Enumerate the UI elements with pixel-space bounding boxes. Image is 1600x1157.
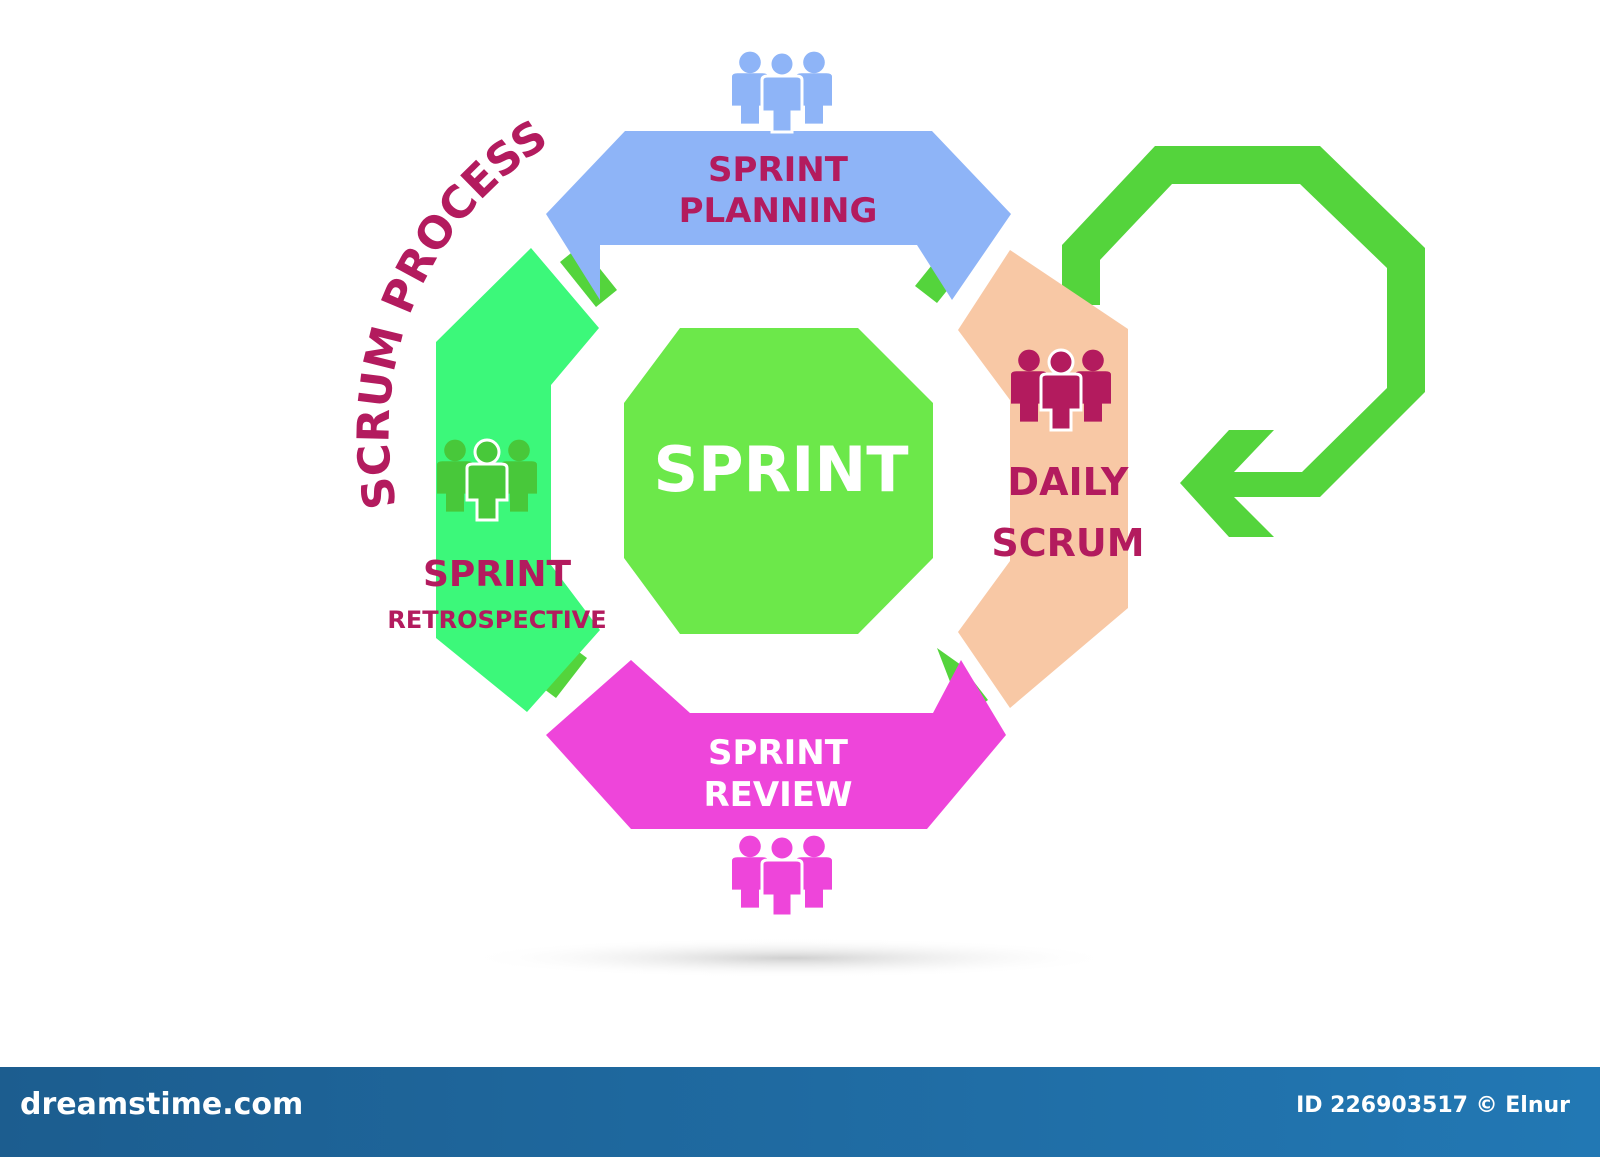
image-credit: ID 226903517 © Elnur <box>1296 1093 1570 1118</box>
team-icon <box>1011 350 1111 430</box>
site-logo-text[interactable]: dreamstime.com <box>20 1087 304 1122</box>
retro-label-line1: SPRINT <box>423 554 572 595</box>
retro-label-line2: RETROSPECTIVE <box>387 606 606 634</box>
planning-label-line2: PLANNING <box>679 191 878 231</box>
team-icon <box>732 52 832 132</box>
loop-arrow-icon <box>1062 146 1425 537</box>
center-label: SPRINT <box>653 433 908 506</box>
team-icon <box>437 440 537 520</box>
planning-label-line1: SPRINT <box>708 150 849 190</box>
stage-block-planning <box>546 131 1011 300</box>
review-label-line1: SPRINT <box>708 733 849 773</box>
stage-block-review <box>546 660 1006 829</box>
team-icon <box>732 836 832 916</box>
footer-bar: dreamstime.com ID 226903517 © Elnur <box>0 1067 1600 1157</box>
diagram-canvas: SPRINT SPRINT PLANNING DAILY SCRUM SPRIN… <box>348 0 1425 978</box>
scrum-diagram: SPRINT SPRINT PLANNING DAILY SCRUM SPRIN… <box>348 0 1425 978</box>
daily-label-line2: SCRUM <box>991 521 1144 565</box>
review-label-line2: REVIEW <box>703 775 852 815</box>
ground-shadow <box>460 938 1120 978</box>
center-octagon <box>624 328 933 634</box>
daily-label-line1: DAILY <box>1008 460 1129 504</box>
